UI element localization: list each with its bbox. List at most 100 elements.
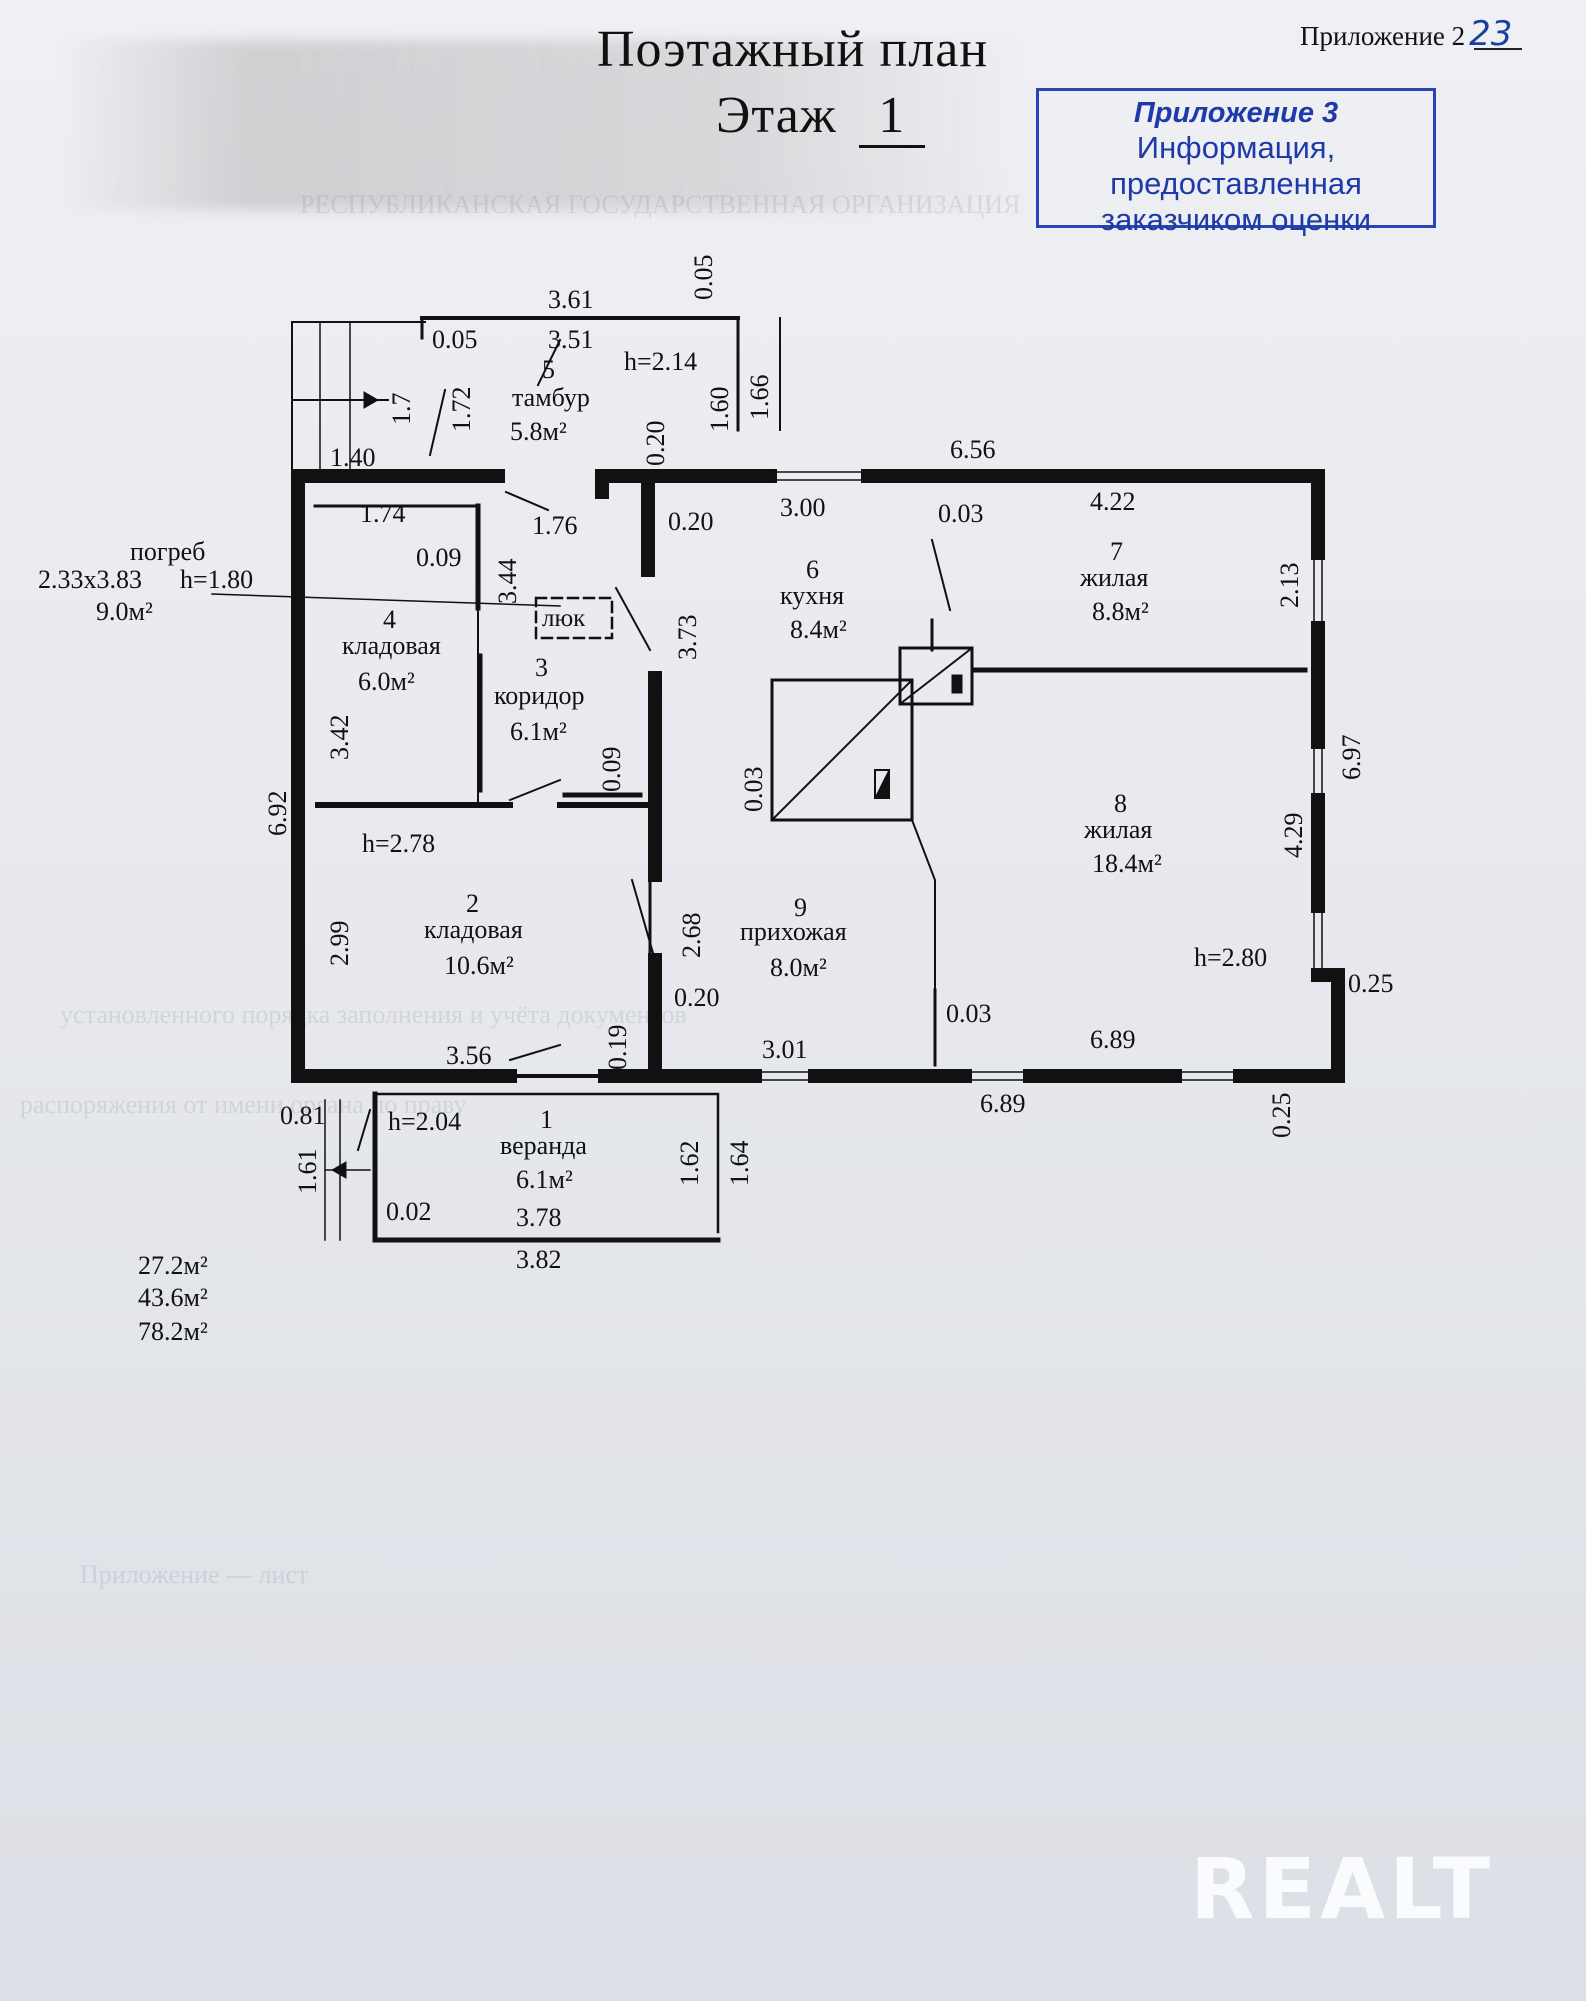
arrow	[330, 1161, 347, 1179]
dimension-label: 0.09	[416, 543, 462, 572]
wall	[376, 1092, 720, 1234]
dimension-label: 3.00	[780, 493, 826, 522]
dimension-label: 6.92	[263, 791, 292, 837]
stove	[898, 646, 974, 706]
handwritten-page-number: 23	[1469, 14, 1513, 54]
stamp-line: предоставленная	[1110, 166, 1362, 201]
stair-block	[770, 678, 914, 822]
realt-watermark: REALT	[1190, 1840, 1494, 1938]
window	[754, 1071, 816, 1081]
dimension-label: 2.13	[1275, 563, 1304, 609]
flue-fill	[874, 769, 890, 799]
client-info-stamp: Приложение 3 Информация, предоставленная…	[1036, 88, 1436, 237]
living7-number: 7	[1110, 537, 1123, 566]
veranda-area: 6.1м²	[516, 1165, 573, 1194]
window	[1313, 905, 1323, 976]
dimension-label: 3.73	[673, 615, 702, 661]
hallway-name: прихожая	[740, 917, 847, 946]
veranda-height: h=2.04	[388, 1107, 461, 1136]
dimension-label: 2.99	[325, 921, 354, 967]
window	[964, 1071, 1031, 1081]
dimension-label: 3.82	[516, 1245, 562, 1274]
wall	[291, 321, 426, 476]
vestibule-name: тамбур	[512, 383, 590, 412]
door-swing	[910, 818, 936, 991]
copy-shadow	[60, 40, 1020, 210]
dimension-label: 2.68	[677, 913, 706, 959]
veranda-name: веранда	[500, 1131, 587, 1160]
dimension-label: 3.56	[446, 1041, 492, 1070]
veranda-number: 1	[540, 1105, 553, 1134]
total-area-line: 43.6м²	[138, 1283, 208, 1312]
hallway-number: 9	[794, 893, 807, 922]
hallway-area: 8.0м²	[770, 953, 827, 982]
stove-flue	[951, 674, 963, 694]
dimension-label: 3.01	[762, 1035, 808, 1064]
cellar-area: 9.0м²	[96, 597, 153, 626]
kitchen-number: 6	[806, 555, 819, 584]
living7-name: жилая	[1079, 563, 1148, 592]
floor-number: 1	[858, 86, 925, 148]
dimension-label: 6.89	[980, 1089, 1026, 1118]
living8-number: 8	[1114, 789, 1127, 818]
dimension-label: 1.74	[360, 499, 406, 528]
corridor-name: коридор	[494, 681, 584, 710]
dimension-label: 0.81	[280, 1101, 326, 1130]
dimension-label: 4.29	[1279, 813, 1308, 859]
dimension-label: 0.02	[386, 1197, 432, 1226]
vestibule-height: h=2.14	[624, 347, 697, 376]
storage2-area: 10.6м²	[444, 951, 514, 980]
hatch-label: люк	[542, 605, 586, 632]
dimension-label: 0.03	[946, 999, 992, 1028]
kitchen-name: кухня	[780, 581, 844, 610]
storage4-number: 4	[383, 605, 396, 634]
corridor-area: 6.1м²	[510, 717, 567, 746]
wall	[1311, 968, 1345, 1083]
stamp-title: Приложение 3	[1133, 97, 1339, 129]
window	[769, 471, 869, 481]
bleed-through-text: Приложение — лист	[80, 1560, 309, 1589]
living8-name: жилая	[1083, 815, 1152, 844]
storage2-name: кладовая	[424, 915, 523, 944]
living7-area: 8.8м²	[1092, 597, 1149, 626]
hatch-outline	[534, 596, 614, 640]
dimension-label: 0.20	[668, 507, 714, 536]
dimension-label: 0.05	[689, 255, 718, 301]
dimension-label: 1.7	[387, 393, 416, 426]
door-swing	[504, 490, 550, 512]
door-swing	[508, 778, 562, 802]
dimension-label: 0.25	[1267, 1093, 1296, 1139]
dimension-label: 1.72	[447, 387, 476, 433]
dimension-label: 1.76	[532, 511, 578, 540]
door-swing	[614, 586, 652, 652]
window	[1313, 552, 1323, 629]
kitchen-area: 8.4м²	[790, 615, 847, 644]
cellar-name: погреб	[130, 537, 205, 566]
dimension-label: 0.20	[674, 983, 720, 1012]
living8-height: h=2.80	[1194, 943, 1267, 972]
storage2-height: h=2.78	[362, 829, 435, 858]
dimension-label: 0.03	[938, 499, 984, 528]
leader-line	[211, 593, 561, 607]
arrow	[363, 391, 380, 409]
dimension-label: 3.61	[548, 285, 594, 314]
storage2-number: 2	[466, 889, 479, 918]
appendix-underline	[1474, 48, 1522, 50]
corridor-number: 3	[535, 653, 548, 682]
storage4-area: 6.0м²	[358, 667, 415, 696]
dimension-label: 1.64	[725, 1141, 754, 1187]
dimension-label: 3.42	[325, 715, 354, 761]
dimension-label: 0.20	[641, 421, 670, 467]
total-area-line: 27.2м²	[138, 1251, 208, 1280]
dimension-label: 6.97	[1337, 735, 1366, 781]
storage4-name: кладовая	[342, 631, 441, 660]
door-swing	[536, 338, 562, 387]
vestibule-area: 5.8м²	[510, 417, 567, 446]
door-swing	[428, 388, 447, 457]
door-swing	[508, 1043, 562, 1062]
dimension-label: 0.09	[597, 747, 626, 793]
dimension-label: 1.61	[293, 1149, 322, 1195]
